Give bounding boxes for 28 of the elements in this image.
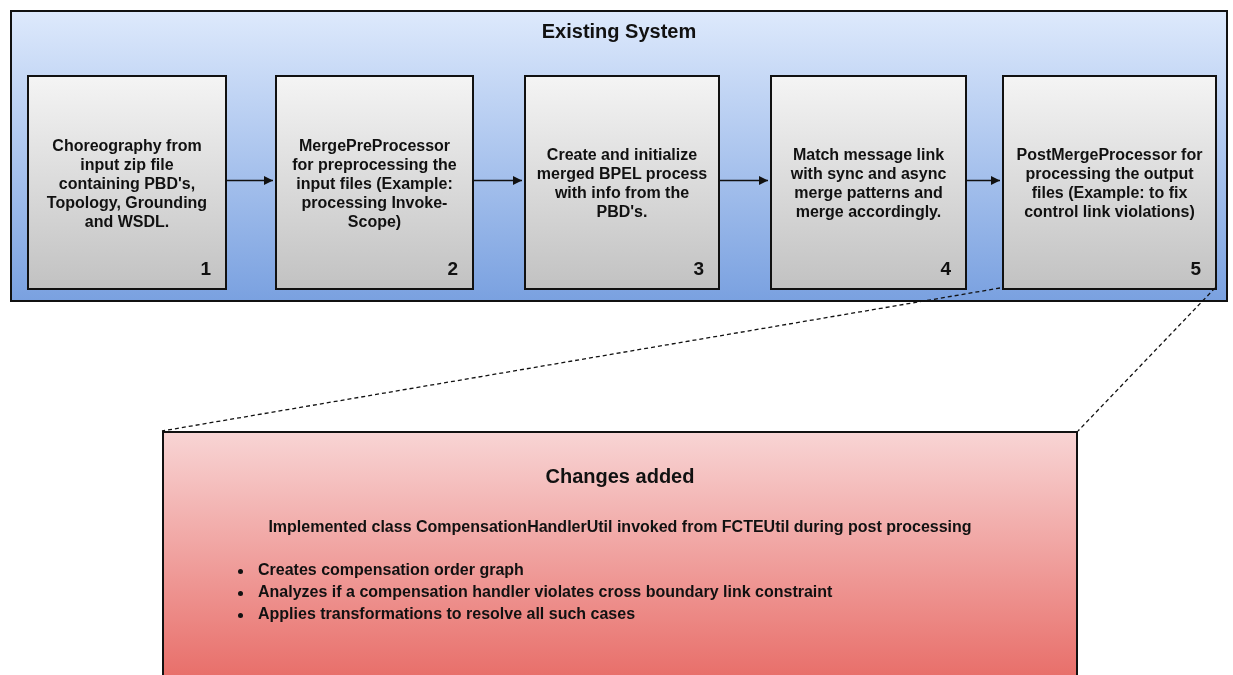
- process-box: [1002, 75, 1217, 290]
- process-box: [770, 75, 967, 290]
- step-number: 3: [693, 258, 704, 280]
- step-description: PostMergeProcessor for processing the output files (Example: to fix control link violations): [1015, 144, 1204, 221]
- step-number: 4: [940, 258, 951, 280]
- bullet-item: Applies transformations to resolve all such cases: [258, 605, 636, 623]
- step-description: Match message link with sync and async merge patterns and merge accordingly.: [789, 144, 948, 221]
- arrow: [717, 176, 769, 185]
- description-text: Implemented class CompensationHandlerUtil invoked from FCTEUtil during post processing: [268, 518, 972, 536]
- system-panel: [10, 10, 1228, 302]
- step-number: 2: [447, 258, 458, 280]
- process-box: [524, 75, 720, 290]
- zoom-line: [161, 287, 1001, 432]
- process-box: [27, 75, 227, 290]
- panel-title: Existing System: [541, 20, 697, 43]
- bullet-item: Creates compensation order graph: [258, 561, 524, 579]
- step-description: Choreography from input zip file containing PBD's, Topology, Grounding and WSDL.: [45, 135, 209, 230]
- bullet-item: Analyzes if a compensation handler violates cross boundary link constraint: [258, 583, 833, 601]
- step-number: 5: [1190, 258, 1201, 280]
- arrow: [224, 176, 274, 185]
- panel-title: Changes added: [545, 465, 695, 488]
- arrow: [471, 176, 523, 185]
- step-description: MergePreProcessor for preprocessing the input files (Example: processing Invoke-Scope): [291, 135, 458, 230]
- process-box: [275, 75, 474, 290]
- step-number: 1: [200, 258, 211, 280]
- step-description: Create and initialize merged BPEL process with info from the PBD's.: [536, 144, 708, 221]
- arrow: [964, 176, 1001, 185]
- changes-panel: [162, 431, 1078, 675]
